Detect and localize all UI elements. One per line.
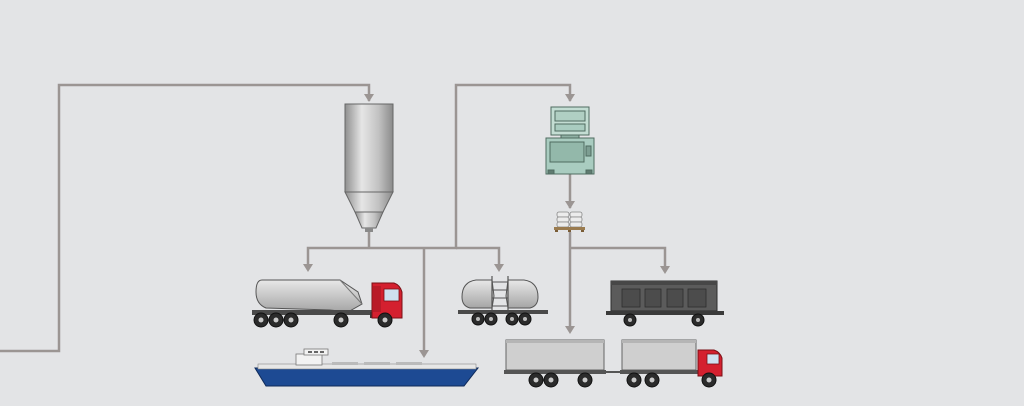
bulk-tanker-truck-icon [252, 279, 403, 328]
arrow-head-ship [419, 350, 429, 358]
arrow-head-silo [364, 94, 374, 102]
flow-line-to-tanker [306, 246, 369, 270]
arrow-head-pallet [565, 201, 575, 209]
covered-rail-wagon-icon [606, 280, 724, 327]
flow-line-to-rail [456, 246, 501, 270]
flow-lines [0, 83, 667, 356]
flow-line-to-covered-wagon [570, 246, 667, 272]
arrow-head-tanker [303, 264, 313, 272]
flow-line-source-to-silo [0, 83, 371, 353]
flow-arrows [303, 94, 670, 358]
cement-silo-icon [344, 103, 394, 232]
arrow-head-covered-wagon [660, 266, 670, 274]
bulk-rail-wagon-icon [458, 276, 548, 326]
arrow-head-truck-trailer [565, 326, 575, 334]
truck-trailer-icon [504, 339, 723, 388]
flow-line-source-to-packer [369, 83, 572, 250]
arrow-head-rail [494, 264, 504, 272]
arrow-head-packer [565, 94, 575, 102]
cargo-ship-icon [254, 348, 480, 387]
bag-pallet-icon [554, 211, 585, 232]
packing-machine-icon [545, 106, 595, 175]
